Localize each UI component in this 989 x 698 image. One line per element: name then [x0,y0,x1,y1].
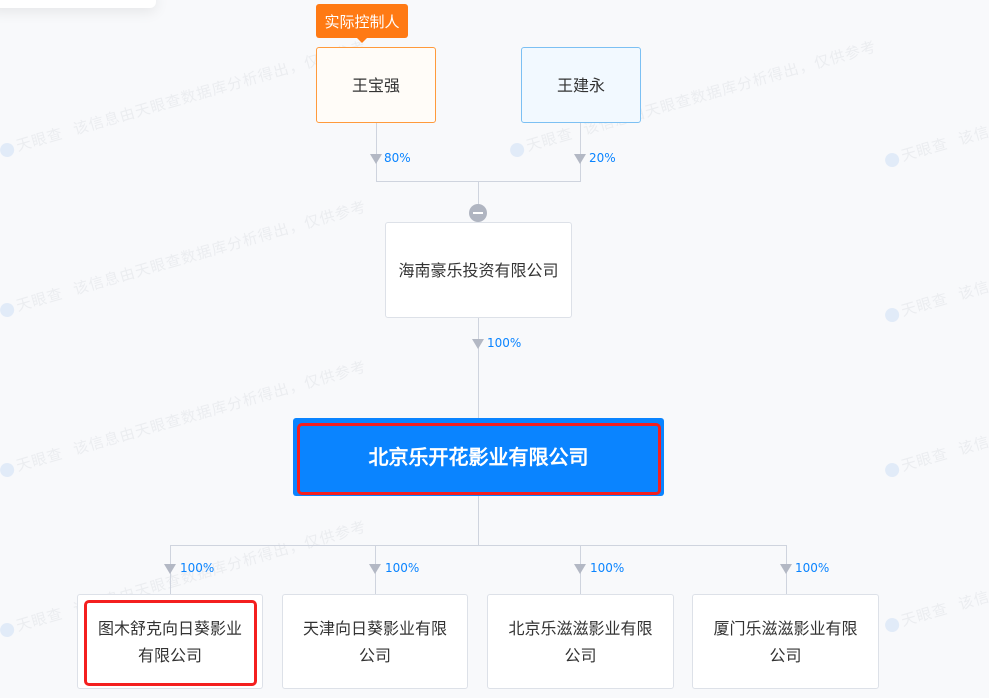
company-name: 图木舒克向日葵影业有限公司 [97,618,242,665]
share-percent: 100% [795,561,830,575]
tianyancha-logo-icon [883,460,901,479]
share-percent: 100% [590,561,625,575]
subsidiary-node[interactable]: 北京乐滋滋影业有限公司 [487,594,674,689]
company-name: 天津向日葵影业有限公司 [302,618,447,665]
watermark: 天眼查 该信息由天眼查数据库分析得出，仅供参考 [882,201,989,326]
shareholder-name: 王宝强 [351,75,400,95]
target-company-node[interactable]: 北京乐开花影业有限公司 [293,418,664,496]
arrow-down-icon [164,564,176,574]
tianyancha-logo-icon [0,300,16,319]
connector-line [376,123,377,181]
connector-line [478,496,479,545]
tianyancha-logo-icon [508,140,526,159]
share-percent: 100% [180,561,215,575]
connector-line [580,123,581,181]
tianyancha-logo-icon [0,460,16,479]
subsidiary-node[interactable]: 厦门乐滋滋影业有限公司 [692,594,879,689]
watermark: 天眼查 该信息由天眼查数据库分析得出，仅供参考 [882,46,989,171]
share-percent: 100% [487,336,522,350]
arrow-down-icon [472,339,484,349]
arrow-down-icon [370,154,382,164]
tianyancha-logo-icon [883,150,901,169]
share-percent: 80% [384,151,411,165]
connector-line [478,318,479,418]
tianyancha-logo-icon [0,620,16,639]
connector-line [170,545,787,546]
arrow-down-icon [369,564,381,574]
tianyancha-logo-icon [883,305,901,324]
watermark: 天眼查 该信息由天眼查数据库分析得出，仅供参考 [0,196,369,321]
arrow-down-icon [780,564,792,574]
connector-line [478,181,479,222]
share-percent: 100% [385,561,420,575]
subsidiary-node[interactable]: 天津向日葵影业有限公司 [282,594,468,689]
tianyancha-logo-icon [0,140,16,159]
shareholder-name: 王建永 [556,75,605,95]
arrow-down-icon [574,154,586,164]
shareholder-node[interactable]: 王建永 [521,47,641,123]
shareholder-node[interactable]: 王宝强 [316,47,436,123]
intermediate-company-node[interactable]: 海南豪乐投资有限公司 [385,222,572,318]
subsidiary-node[interactable]: 图木舒克向日葵影业有限公司 [77,594,263,689]
watermark: 天眼查 该信息由天眼查数据库分析得出，仅供参考 [882,356,989,481]
floating-panel [0,0,156,8]
company-name: 海南豪乐投资有限公司 [398,260,559,280]
company-name: 厦门乐滋滋影业有限公司 [713,618,858,665]
company-name: 北京乐开花影业有限公司 [368,444,589,469]
share-percent: 20% [589,151,616,165]
actual-controller-tag: 实际控制人 [316,4,408,43]
arrow-down-icon [574,564,586,574]
watermark: 天眼查 该信息由天眼查数据库分析得出，仅供参考 [0,36,369,161]
collapse-icon[interactable] [469,204,487,222]
watermark: 天眼查 该信息由天眼查数据库分析得出，仅供参考 [882,511,989,636]
company-name: 北京乐滋滋影业有限公司 [508,618,653,665]
tianyancha-logo-icon [883,615,901,634]
